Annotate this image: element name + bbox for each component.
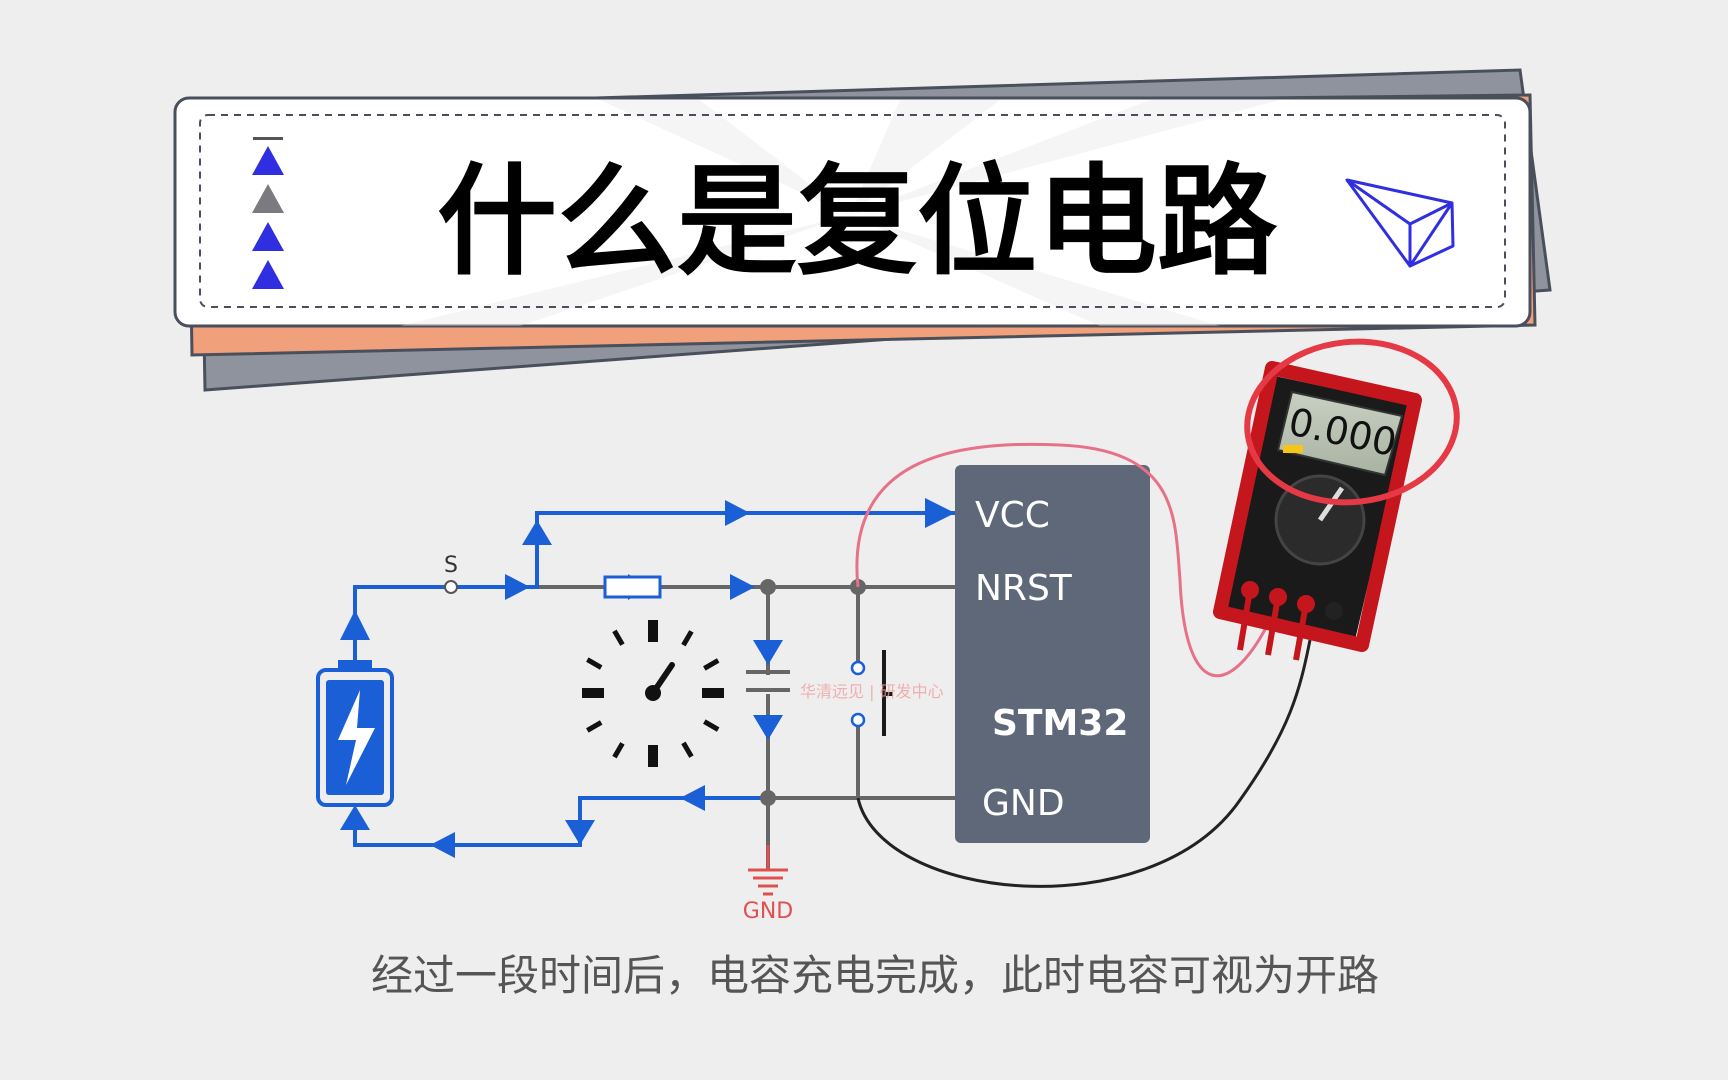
title-banner: 什么是复位电路 <box>173 68 1552 392</box>
banner-dashed-frame <box>199 114 1506 308</box>
black-probe-lead <box>856 639 1312 888</box>
multimeter-display <box>1276 390 1404 477</box>
resistor <box>603 575 662 599</box>
pin-nrst: NRST <box>975 568 1073 609</box>
pin-gnd: GND <box>982 783 1065 824</box>
reset-button <box>850 650 893 736</box>
display-highlight-circle <box>1244 338 1460 506</box>
capacitor <box>746 670 790 692</box>
page-title: 什么是复位电路 <box>437 153 1278 292</box>
flow-arrows <box>340 498 955 858</box>
multimeter: 0.000 <box>1213 361 1422 661</box>
caption: 经过一段时间后，电容充电完成，此时电容可视为开路 <box>371 951 1379 1000</box>
chip-name: STM32 <box>992 703 1128 744</box>
battery-icon <box>316 660 394 807</box>
banner-front-card <box>173 96 1532 328</box>
stm32-chip: VCC NRST STM32 GND <box>955 465 1150 843</box>
banner-sunburst <box>400 100 1280 326</box>
ground-label: GND <box>743 899 793 924</box>
red-probe-lead <box>855 442 1272 678</box>
clock-icon <box>582 620 724 767</box>
pin-vcc: VCC <box>975 495 1050 536</box>
switch-s: S <box>440 553 460 594</box>
switch-label: S <box>444 553 458 578</box>
triangle-stack-icon <box>252 137 284 289</box>
ground-symbol <box>748 845 788 896</box>
paper-plane-icon <box>1345 178 1455 268</box>
watermark: 华清远见 | 研发中心 <box>800 682 944 701</box>
probe-jacks <box>1237 581 1343 661</box>
